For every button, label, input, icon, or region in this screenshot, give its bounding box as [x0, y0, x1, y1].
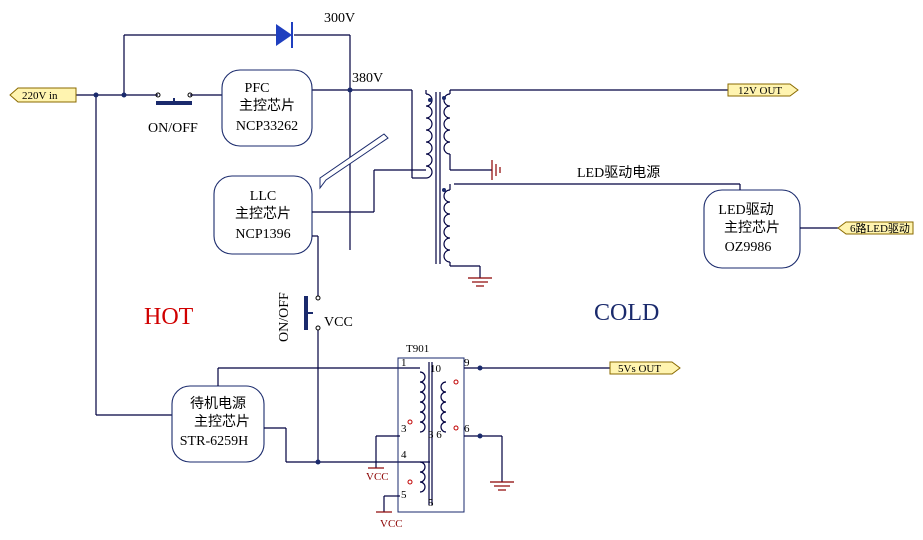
main-transformer — [425, 89, 838, 278]
standby-chip-name: 待机电源 — [190, 396, 246, 412]
pfc-chip: PFC 主控芯片 NCP33262 — [221, 69, 313, 147]
label-380v: 380V — [352, 71, 383, 86]
port-led-label: 6路LED驱动 — [850, 222, 910, 235]
label-vcc-1: VCC — [366, 471, 389, 483]
ground-icon — [468, 277, 492, 287]
label-300v: 300V — [324, 11, 355, 26]
label-led-power: LED驱动电源 — [577, 165, 660, 181]
port-5v-out: 5Vs OUT — [609, 361, 681, 375]
diode-300v — [276, 22, 293, 48]
llc-wiring — [217, 169, 430, 465]
port-input-label: 220V in — [22, 90, 58, 102]
mains-wiring — [76, 34, 426, 416]
llc-onoff-switch[interactable] — [304, 295, 321, 331]
llc-chip-model: NCP1396 — [235, 227, 290, 242]
standby-chip-model: STR-6259H — [180, 434, 248, 449]
ground-icon — [491, 160, 501, 180]
pin-5: 5 — [401, 489, 407, 501]
label-onoff-main: ON/OFF — [148, 121, 198, 136]
led-driver-chip: LED驱动 主控芯片 OZ9986 — [703, 189, 801, 269]
pin-1: 1 — [401, 357, 407, 369]
label-hot: HOT — [144, 304, 194, 330]
port-led-out: 6路LED驱动 — [837, 221, 914, 235]
llc-chip-role: 主控芯片 — [235, 206, 291, 222]
port-12v-out: 12V OUT — [727, 83, 799, 97]
label-t901: T901 — [406, 343, 429, 355]
pin-10: 10 — [430, 363, 442, 375]
standby-chip: 待机电源 主控芯片 STR-6259H — [171, 385, 265, 463]
label-vcc-switch: VCC — [324, 315, 353, 330]
ground-icon — [490, 481, 514, 491]
pin-4: 4 — [401, 449, 407, 461]
led-chip-name: LED驱动 — [718, 202, 773, 218]
standby-transformer-t901 — [375, 357, 610, 513]
pin-3: 3 — [401, 423, 407, 435]
port-input: 220V in — [9, 87, 77, 103]
feedback-arrow-icon — [319, 133, 389, 190]
pfc-chip-model: NCP33262 — [236, 119, 298, 134]
port-12v-label: 12V OUT — [738, 85, 782, 97]
label-vcc-2: VCC — [380, 518, 403, 530]
pin-5b: 5 — [428, 497, 434, 509]
llc-chip-name: LLC — [250, 189, 276, 204]
pin-3-6: 3 6 — [428, 429, 442, 441]
port-5v-label: 5Vs OUT — [618, 363, 661, 375]
pfc-chip-role: 主控芯片 — [239, 98, 295, 114]
main-power-switch[interactable] — [155, 92, 193, 105]
label-cold: COLD — [594, 300, 659, 326]
pin-9: 9 — [464, 357, 470, 369]
pin-6: 6 — [464, 423, 470, 435]
pfc-chip-name: PFC — [245, 81, 270, 96]
led-chip-model: OZ9986 — [725, 240, 772, 255]
standby-chip-role: 主控芯片 — [194, 414, 250, 430]
label-onoff-llc: ON/OFF — [277, 292, 292, 342]
llc-chip: LLC 主控芯片 NCP1396 — [213, 175, 313, 255]
led-chip-role: 主控芯片 — [724, 220, 780, 236]
